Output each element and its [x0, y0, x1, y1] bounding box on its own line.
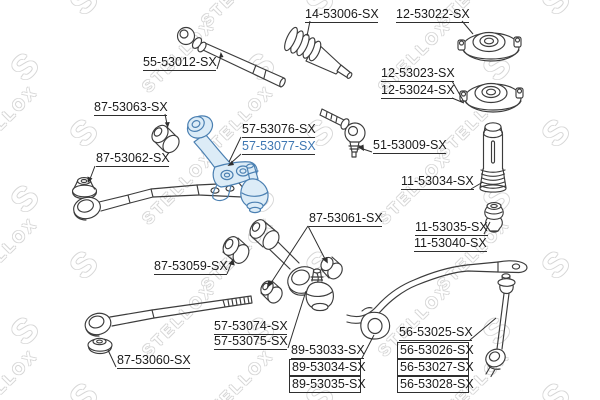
- label-87-53062[interactable]: 87-53062-SX: [96, 151, 170, 167]
- drawing-stabilizer-clamp: [360, 307, 391, 340]
- drawing-strut-rod-front: [73, 182, 245, 221]
- drawing-bushing-87-53059: [222, 236, 250, 264]
- label-89-53035[interactable]: 89-53035-SX: [289, 376, 366, 393]
- label-55-53012[interactable]: 55-53012-SX: [143, 55, 217, 71]
- label-12-53023[interactable]: 12-53023-SX: [381, 66, 455, 82]
- label-56-53027[interactable]: 56-53027-SX: [397, 359, 474, 376]
- drawing-bushing-87-53061-b: [320, 256, 343, 280]
- label-87-53059[interactable]: 87-53059-SX: [154, 259, 228, 275]
- label-11-53035[interactable]: 11-53035-SX: [415, 220, 488, 236]
- label-89-53034[interactable]: 89-53034-SX: [289, 359, 366, 376]
- label-57-53077-highlighted[interactable]: 57-53077-SX: [242, 139, 316, 155]
- label-87-53060[interactable]: 87-53060-SX: [117, 353, 191, 369]
- drawing-strut-boot: [479, 122, 507, 193]
- label-57-53075[interactable]: 57-53075-SX: [214, 334, 288, 350]
- label-56-53026[interactable]: 56-53026-SX: [397, 342, 474, 359]
- drawing-rocker-arm: [249, 219, 334, 312]
- drawing-tie-rod-end: [319, 108, 366, 158]
- label-87-53063[interactable]: 87-53063-SX: [94, 100, 168, 116]
- label-11-53040[interactable]: 11-53040-SX: [414, 236, 487, 252]
- label-56-53028[interactable]: 56-53028-SX: [397, 376, 474, 393]
- label-56-53025[interactable]: 56-53025-SX: [399, 325, 473, 341]
- label-11-53034[interactable]: 11-53034-SX: [401, 174, 474, 190]
- drawing-grommet-87-53060: [87, 337, 113, 355]
- leader-arrowheads: [87, 52, 364, 288]
- label-89-53033[interactable]: 89-53033-SX: [291, 343, 365, 359]
- label-87-53061[interactable]: 87-53061-SX: [309, 211, 383, 227]
- drawing-strut-mount-upper: [457, 31, 522, 62]
- drawing-inner-tie-rod: [176, 26, 286, 88]
- drawing-stabilizer-link: [485, 273, 516, 378]
- label-51-53009[interactable]: 51-53009-SX: [373, 138, 447, 154]
- label-57-53074[interactable]: 57-53074-SX: [214, 319, 288, 335]
- label-14-53006[interactable]: 14-53006-SX: [305, 7, 379, 23]
- drawing-bushing-87-53063: [151, 124, 180, 154]
- drawing-strut-mount-lower: [459, 82, 524, 113]
- leader-lines: [89, 20, 497, 368]
- label-12-53024[interactable]: 12-53024-SX: [381, 83, 455, 99]
- drawing-grommet-87-53062: [71, 177, 98, 200]
- drawing-rear-rod: [84, 295, 253, 337]
- drawing-stabilizer-bar: [346, 260, 528, 324]
- drawing-bump-stop: [484, 202, 504, 233]
- drawing-control-arm-highlighted: [186, 115, 269, 214]
- label-12-53022[interactable]: 12-53022-SX: [396, 7, 470, 23]
- label-57-53076[interactable]: 57-53076-SX: [242, 122, 316, 138]
- drawing-steering-boot: [284, 26, 353, 79]
- drawing-bushing-87-53061-a: [260, 280, 283, 304]
